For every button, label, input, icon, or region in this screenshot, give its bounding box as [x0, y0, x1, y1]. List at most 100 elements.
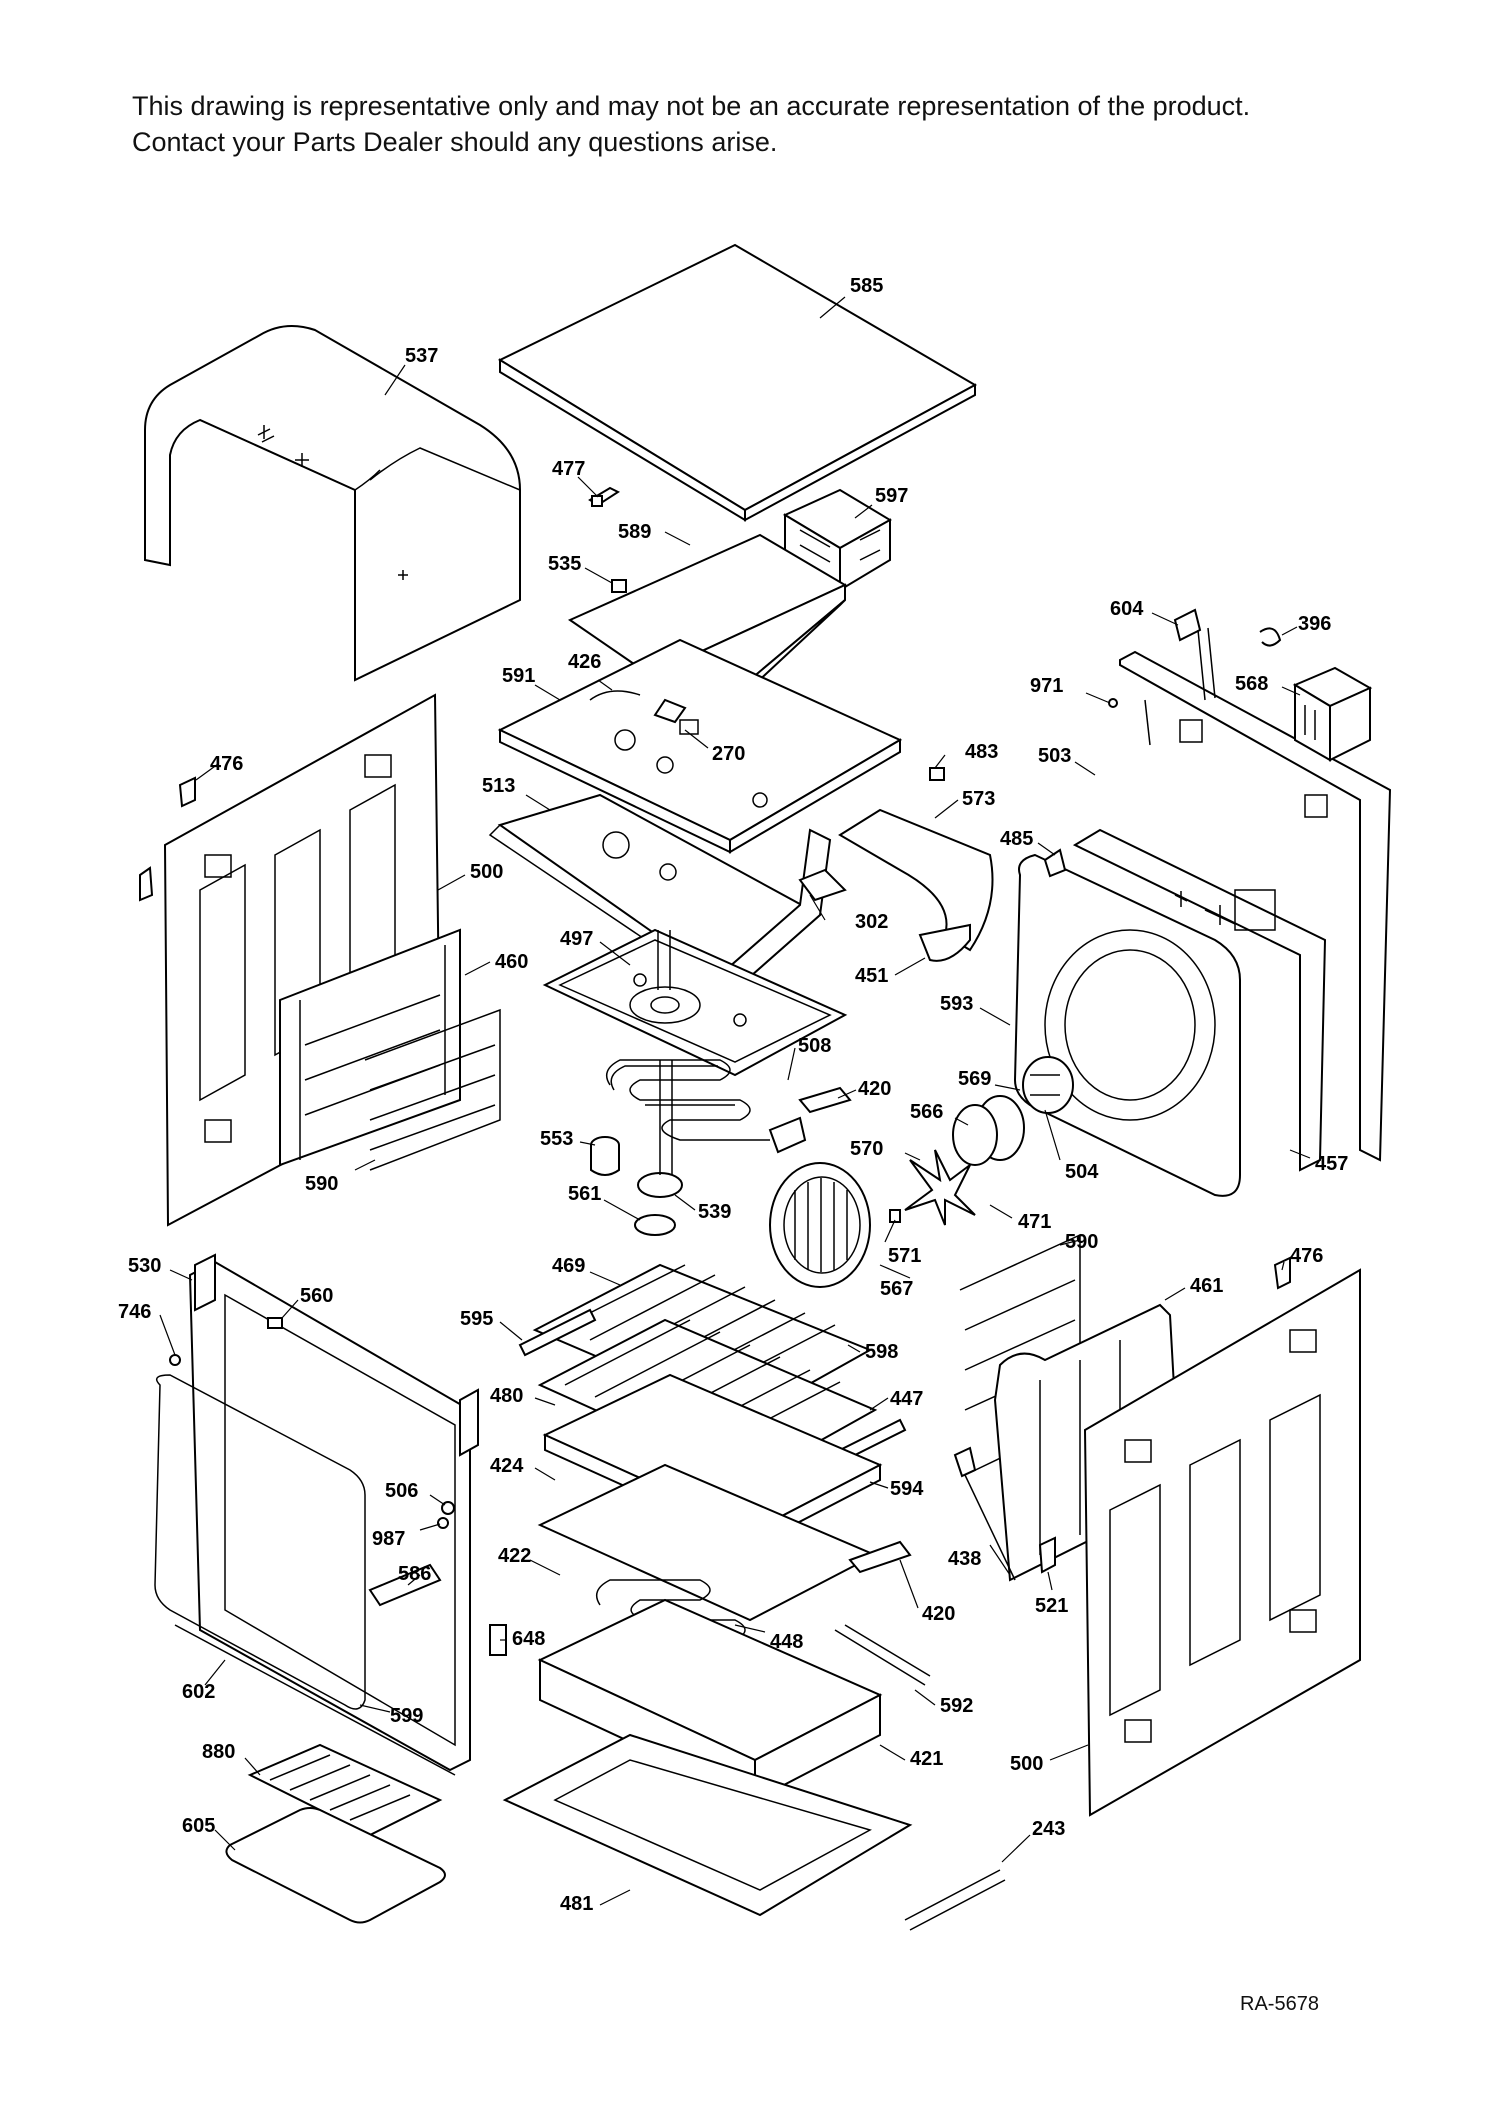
- part-label: 503: [1038, 745, 1071, 767]
- part-573-duct: [838, 808, 994, 952]
- part-label: 460: [495, 951, 528, 973]
- part-label: 497: [560, 928, 593, 950]
- part-label: 469: [552, 1255, 585, 1277]
- part-604-vent-tube: [1173, 608, 1216, 701]
- part-420-shield-lower: [848, 1540, 912, 1574]
- part-label: 513: [482, 775, 515, 797]
- part-586-latch: [368, 1563, 442, 1607]
- part-label: 590: [305, 1173, 338, 1195]
- part-426-wire: [589, 690, 641, 701]
- part-504-fan-motor: [1022, 1056, 1074, 1114]
- part-label: 594: [890, 1478, 924, 1500]
- part-508-bake-element: [605, 1059, 807, 1154]
- part-label: 567: [880, 1278, 913, 1300]
- part-585-top-panel: [497, 243, 978, 522]
- part-label: 585: [850, 275, 883, 297]
- part-521-lamp: [1038, 1536, 1056, 1574]
- part-503-back-wall: [1119, 650, 1392, 1162]
- part-label: 447: [890, 1388, 923, 1410]
- part-label: 568: [1235, 673, 1268, 695]
- part-label: 504: [1065, 1161, 1099, 1183]
- part-label: 448: [770, 1631, 803, 1653]
- part-537-outer-wrapper: [144, 325, 521, 682]
- part-label: 598: [865, 1341, 898, 1363]
- part-566-fan-gasket: [952, 1104, 998, 1166]
- part-label: 589: [618, 521, 651, 543]
- part-label: 746: [118, 1301, 151, 1323]
- part-label: 480: [490, 1385, 523, 1407]
- part-label: 477: [552, 458, 585, 480]
- part-553-light: [590, 1136, 620, 1176]
- part-label: 537: [405, 345, 438, 367]
- part-label: 422: [498, 1545, 531, 1567]
- part-label: 476: [210, 753, 243, 775]
- drawing-reference-number: RA-5678: [1240, 1993, 1319, 2015]
- part-457-rear-panel: [1072, 828, 1327, 1172]
- part-label: 880: [202, 1741, 235, 1763]
- part-477-bracket: [588, 486, 621, 507]
- disclaimer: This drawing is representative only and …: [132, 88, 1250, 160]
- part-593-fan-cover: [1013, 853, 1241, 1197]
- part-label: 500: [1010, 1753, 1043, 1775]
- part-label: 420: [922, 1603, 955, 1625]
- part-label: 971: [1030, 675, 1063, 697]
- part-label: 573: [962, 788, 995, 810]
- part-476-bracket-left: [178, 776, 196, 808]
- part-label: 593: [940, 993, 973, 1015]
- part-label: 302: [855, 911, 888, 933]
- disclaimer-line-2: Contact your Parts Dealer should any que…: [132, 127, 778, 157]
- part-481-cavity-tray: [502, 1733, 913, 1917]
- part-label: 508: [798, 1035, 831, 1057]
- part-label: 483: [965, 741, 998, 763]
- part-label: 476: [1290, 1245, 1323, 1267]
- part-560-light-socket: [267, 1317, 283, 1329]
- part-label: 426: [568, 651, 601, 673]
- part-label: 530: [128, 1255, 161, 1277]
- part-590-left-rack-guide: [364, 1008, 501, 1171]
- part-570-fan-blade: [904, 1149, 976, 1226]
- part-571-nut: [889, 1209, 901, 1223]
- part-396-clip: [1259, 627, 1282, 647]
- part-438-probe: [953, 1446, 1016, 1581]
- part-label: 438: [948, 1548, 981, 1570]
- part-label: 243: [1032, 1818, 1065, 1840]
- part-label: 270: [712, 743, 745, 765]
- part-label: 521: [1035, 1595, 1068, 1617]
- part-label: 539: [698, 1201, 731, 1223]
- part-label: 569: [958, 1068, 991, 1090]
- part-567-fan-shroud: [769, 1162, 871, 1288]
- part-label: 602: [182, 1681, 215, 1703]
- part-568-terminal-block: [1292, 666, 1373, 762]
- part-497-cavity-panel: [542, 928, 848, 1077]
- part-label: 451: [855, 965, 888, 987]
- part-302-block: [798, 868, 847, 902]
- part-label: 595: [460, 1308, 493, 1330]
- part-561-washer: [634, 1214, 676, 1236]
- part-746-screw: [169, 1354, 181, 1366]
- part-971-screw: [1108, 698, 1118, 708]
- part-label: 566: [910, 1101, 943, 1123]
- part-label: 424: [490, 1455, 524, 1477]
- part-label: 599: [390, 1705, 423, 1727]
- part-label: 485: [1000, 828, 1033, 850]
- part-label: 500: [470, 861, 503, 883]
- part-label: 987: [372, 1528, 405, 1550]
- part-597-control-box: [782, 488, 892, 592]
- part-595-rack-slide: [518, 1308, 597, 1357]
- part-483-nut: [929, 767, 945, 781]
- part-451-bracket: [918, 923, 971, 962]
- part-label: 457: [1315, 1153, 1348, 1175]
- part-label: 461: [1190, 1275, 1223, 1297]
- part-label: 471: [1018, 1211, 1051, 1233]
- part-420-shield-upper: [798, 1086, 852, 1114]
- part-label: 396: [1298, 613, 1331, 635]
- part-labels: 585 537 477 597 589 535 604 396 591 426 …: [118, 275, 1348, 1915]
- part-label: 597: [875, 485, 908, 507]
- part-label: 592: [940, 1695, 973, 1717]
- part-599-door-gasket: [154, 1374, 366, 1710]
- part-label: 481: [560, 1893, 593, 1915]
- part-label: 420: [858, 1078, 891, 1100]
- part-243-element: [904, 1869, 1006, 1931]
- part-602-seal-strip: [174, 1624, 456, 1776]
